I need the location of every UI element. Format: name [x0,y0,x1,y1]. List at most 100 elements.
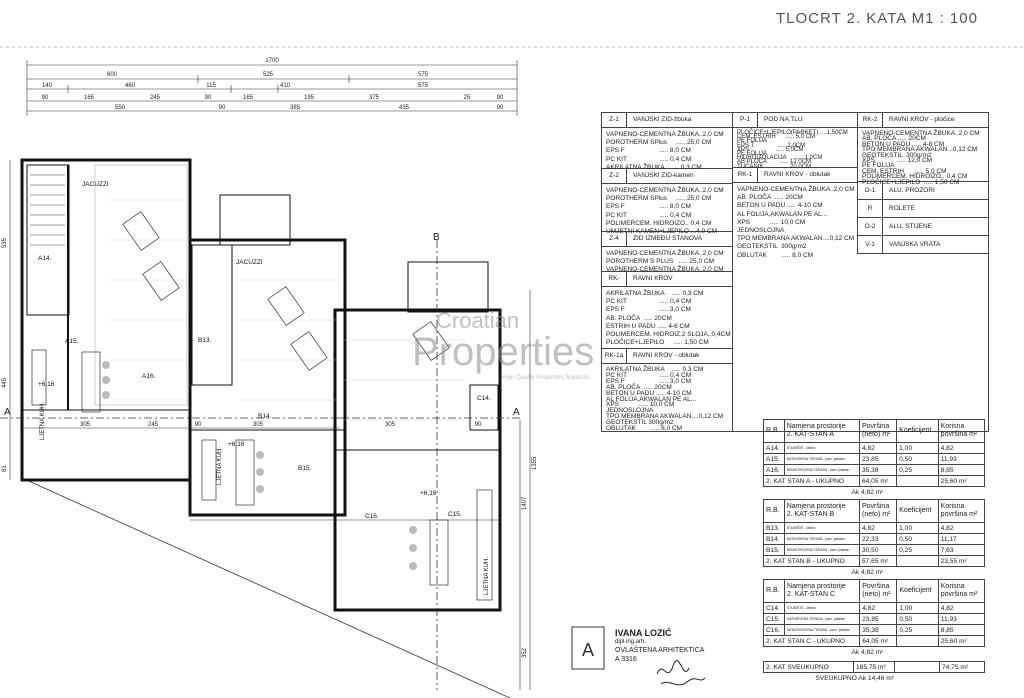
level-b: +6,16 [228,441,245,448]
table-c-ak: Ak 4,82 m² [851,648,884,656]
total-area: 64,05 m² [858,475,898,487]
dim-row4-1: 90 [42,95,49,101]
cell-rb: C16. [762,624,786,636]
cell-useful: 11,93 [937,613,986,625]
legend-rk-code: RK- [602,272,627,286]
room-b14: B14. [258,413,272,420]
legend-rk1a-code: RK-1a [602,349,627,363]
section-a-left: A [4,407,11,418]
legend-z1-layers: VAPNENO-CEMENTNA ŽBUKA..2,0 CM POROTHERM… [606,131,724,171]
legend-o1-code: O-1 [858,182,883,200]
table-b-h-rb: R.B. [763,499,785,523]
dim-row4-3: 245 [150,95,161,101]
table-c-h-area: Površina (neto) m² [859,579,898,603]
total-label: 2. KAT STAN C - UKUPNO [762,635,861,647]
area-table-b: R.B. Namjena prostorije 2. KAT-STAN B Po… [763,499,986,577]
table-b-h-purpose: Namjena prostorije 2. KAT-STAN B [783,499,860,523]
legend-rk2-layers: VAPNENO-CEMENTNA ŽBUKA..2,0 CM AB. PLOČA… [862,130,980,186]
dim-bottom-1: 305 [80,422,91,428]
dim-right-1: 1355 [532,456,538,470]
dim-row5-4: 435 [399,105,410,111]
table-a-h-purpose: Namjena prostorije 2. KAT-STAN A [783,419,860,443]
cell-area: 4,82 [859,602,898,614]
legend-z1-name: VANJSKI ZID-žbuka [633,115,692,123]
legend-z2-layers: VAPNENO-CEMENTNA ŽBUKA..2,0 CM POROTHERM… [606,187,724,236]
legend-o2-code: O-2 [858,218,883,236]
dim-row4-2: 165 [84,95,95,101]
dim-row4-8: 25 [464,95,471,101]
legend-z2-name: VANJSKI ZID-kamen [633,171,694,179]
cell-area: 35,38 [858,464,898,476]
cell-purpose: NATKRIVENA TERASA - parc. plaštan [784,613,861,625]
cell-coef: 1,00 [896,602,939,614]
room-c14: C14. [477,395,491,402]
cell-useful: 8,85 [937,624,986,636]
stamp-name: IVANA LOZIĆ [615,628,672,638]
cell-useful: 4,82 [937,602,986,614]
legend-v1-code: V-1 [858,236,883,254]
dim-row4-4: 90 [205,95,212,101]
legend-p1-layers: PLOČICE+LJEPILO(PARKET).....1,50CM CEM. … [737,130,848,170]
legend-z2-code: Z-2 [602,169,627,183]
cell-coef: 0,50 [896,453,939,465]
area-table-a: R.B. Namjena prostorije 2. KAT-STAN A Po… [763,419,986,497]
legend-rk-layers: AKRILATNA ŽBUKA ..... 0,3 CM PC KIT ....… [606,290,731,347]
table-b-h-coef: Koeficijent [896,499,939,523]
legend-rk2-name: RAVNI KROV - pločice [889,115,955,123]
table-c-h-useful: Korisna površina m² [937,579,986,603]
chamber-logo: A [571,626,605,670]
table-a-h-coef: Koeficijent [896,419,939,443]
level-c: +6,16 [420,490,437,497]
cell-purpose: NATKRIVENA TERASA - parc. plaštan [783,533,860,545]
dim-bottom-4: 305 [253,422,264,428]
architect-stamp: A IVANA LOZIĆ dipl.ing.arh. OVLAŠTENA AR… [571,624,721,694]
cell-purpose: NATKRIVENA TERASA - parc. plaštan [783,453,860,465]
legend-rk1a-layers: AKRILATNA ŽBUKA ..... 0,3 CM PC KIT ....… [606,366,724,433]
dim-bottom-3: 90 [195,422,202,428]
area-table-c: R.B. Namjena prostorije 2. KAT-STAN C Po… [762,579,986,657]
kitchen-a: LJETNA KUH. [40,402,46,440]
table-b-h-useful: Korisna površina m² [937,499,986,523]
dim-row2-1: 600 [107,72,118,78]
table-a-h-rb: R.B. [763,419,785,443]
dim-row5-5: 90 [497,105,504,111]
cell-rb: B15. [763,544,785,556]
cell-purpose: STUBIŠTE - laštno [784,602,861,614]
room-a14: A14. [38,255,52,262]
total-useful: 25,60 m² [937,635,986,647]
table-c-h-coef: Koeficijent [896,579,939,603]
summary-useful: 74,75 m² [939,661,985,673]
dim-row3-1: 140 [42,83,53,89]
dim-row5-1: 550 [115,105,126,111]
legend-z4-code: Z-4 [602,232,627,246]
legend-rk1-layers: VAPNENO-CEMENTNA ŽBUKA..2,0 CM AB. PLOČA… [737,186,855,259]
dim-right-2: 1407 [522,496,528,510]
dim-bottom-5: 305 [385,422,396,428]
table-c-h-purpose: Namjena prostorije 2. KAT-STAN C [784,579,861,603]
cell-useful: 11,93 [937,453,986,465]
room-a15: A15. [65,338,79,345]
stamp-degree: dipl.ing.arh. [615,639,647,645]
cell-area: 4,82 [858,442,898,454]
watermark-line1: Croatian [436,308,520,333]
dim-row4-5: 165 [243,95,254,101]
legend-z4-layers: VAPNENO-CEMENTNA ŽBUKA..2,0 CM POROTHERM… [606,250,724,274]
legend-o2-name: ALU. STIJENE [889,222,932,230]
summary-ak: SVEUKUPNO Ak 14,46 m² [815,674,894,682]
dim-bottom-2: 245 [148,422,159,428]
summary-table: 2. KAT SVEUKUPNO 185,75 m² 74,75 m² SVEU… [763,661,985,683]
total-area: 64,05 m² [859,635,898,647]
cell-rb: A14. [763,442,785,454]
table-b-ak: Ak 4,82 m² [851,568,884,576]
